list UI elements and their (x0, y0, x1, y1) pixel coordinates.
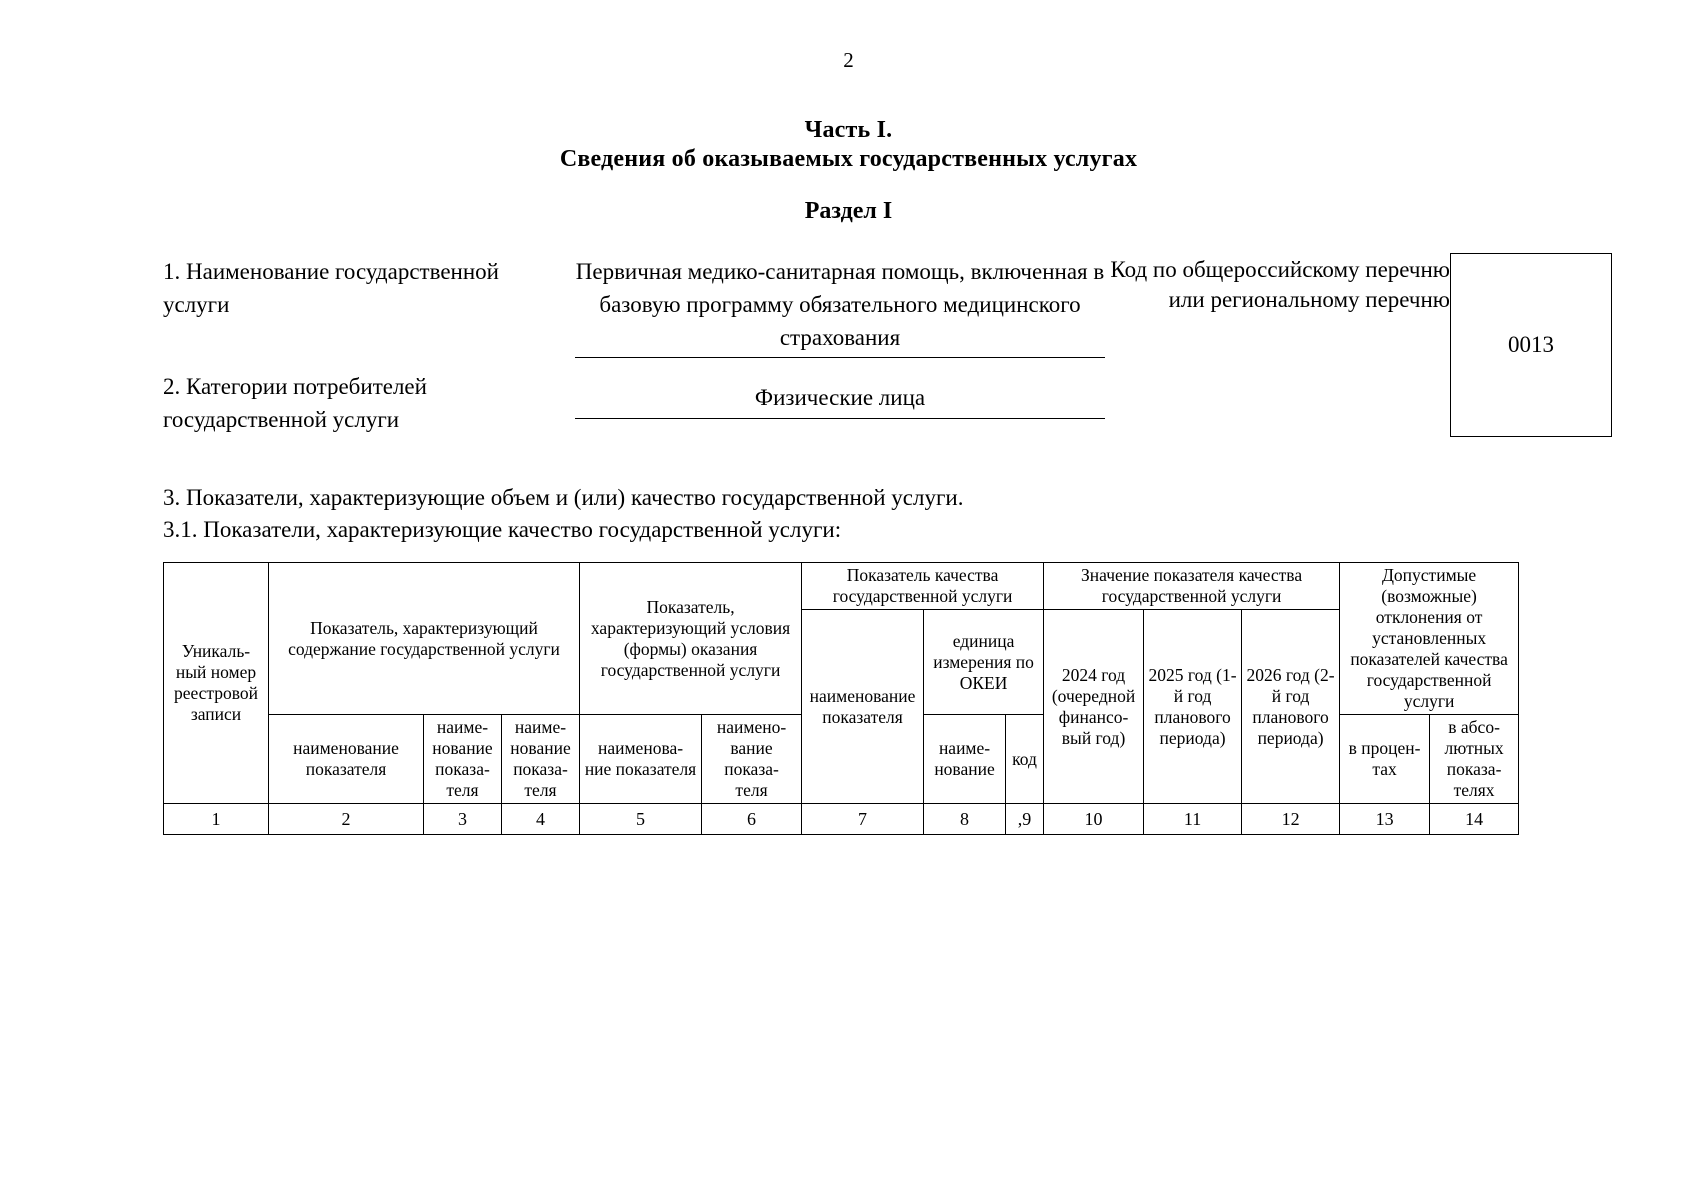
table-column-number-row: 1 2 3 4 5 6 7 8 ,9 10 11 12 13 14 (163, 803, 1520, 835)
colnum-4: 4 (500, 803, 581, 835)
colnum-14: 14 (1429, 803, 1520, 835)
section-title: Раздел I (804, 198, 893, 224)
header-quality-value: Значение показателя качества государстве… (1043, 562, 1341, 610)
colnum-8: 8 (923, 803, 1007, 835)
header-quality-name: наименование показателя (801, 609, 925, 804)
table-header-row-1: Уникаль-ный номер реестровой записи Пока… (163, 562, 1520, 804)
colnum-7: 7 (801, 803, 925, 835)
header-unit-name: наиме-нование (923, 714, 1007, 804)
header-allowed-deviations: Допустимые (возможные) отклонения от уст… (1339, 562, 1520, 715)
service-name-label: 1. Наименование государственной услуги (163, 259, 499, 317)
colnum-10: 10 (1043, 803, 1145, 835)
header-unit-group: единица измерения по ОКЕИ (923, 609, 1045, 715)
page-number: 2 (843, 48, 854, 72)
colnum-12: 12 (1241, 803, 1341, 835)
colnum-2: 2 (268, 803, 424, 835)
header-content-2: наиме-нование показа-теля (423, 714, 502, 804)
header-quality-indicator: Показатель качества государственной услу… (801, 562, 1045, 610)
header-dev-percent: в процен-тах (1339, 714, 1431, 804)
header-content-indicator: Показатель, характеризующий содержание г… (267, 562, 581, 715)
paragraph-item-3-1: 3.1. Показатели, характеризующие качеств… (163, 517, 842, 542)
colnum-13: 13 (1339, 803, 1431, 835)
consumer-category-value: Физические лица (575, 381, 1105, 419)
header-unique-number: Уникаль-ный номер реестровой записи (163, 562, 269, 804)
code-box: 0013 (1450, 253, 1612, 437)
header-dev-absolute: в абсо-лютных показа-телях (1429, 714, 1520, 804)
header-conditions-indicator: Показатель, характеризующий условия (фор… (579, 562, 803, 715)
table-header-row-2: наименование показателя единица измерени… (164, 609, 1519, 804)
colnum-3: 3 (423, 803, 502, 835)
header-unit-code: код (1005, 714, 1045, 804)
code-caption: Код по общероссийскому перечню или регио… (1110, 257, 1450, 312)
colnum-9: ,9 (1005, 803, 1045, 835)
quality-indicators-table: Уникаль-ный номер реестровой записи Пока… (163, 562, 1520, 835)
colnum-11: 11 (1143, 803, 1243, 835)
service-name-value: Первичная медико-санитарная помощь, вклю… (575, 255, 1105, 358)
header-content-3: наиме-нование показа-теля (500, 714, 581, 804)
header-conditions-1: наименова-ние показателя (579, 714, 703, 804)
part-subtitle: Сведения об оказываемых государственных … (559, 146, 1138, 172)
table-header-row-3: наименование показателя наиме-нование по… (164, 714, 1520, 804)
code-value: 0013 (1508, 332, 1554, 357)
colnum-6: 6 (701, 803, 803, 835)
header-content-1: наименование показателя (268, 714, 424, 804)
part-title: Часть I. (804, 117, 893, 143)
paragraph-item-3: 3. Показатели, характеризующие объем и (… (163, 485, 964, 510)
header-year-2025: 2025 год (1-й год планового периода) (1143, 609, 1243, 804)
header-conditions-2: наимено-вание показа-теля (701, 714, 803, 804)
consumer-category-label: 2. Категории потребителей государственно… (163, 374, 427, 432)
colnum-5: 5 (579, 803, 703, 835)
header-year-2024: 2024 год (очередной финансо-вый год) (1043, 609, 1145, 804)
colnum-1: 1 (163, 803, 269, 835)
header-year-2026: 2026 год (2-й год планового периода) (1241, 609, 1341, 804)
